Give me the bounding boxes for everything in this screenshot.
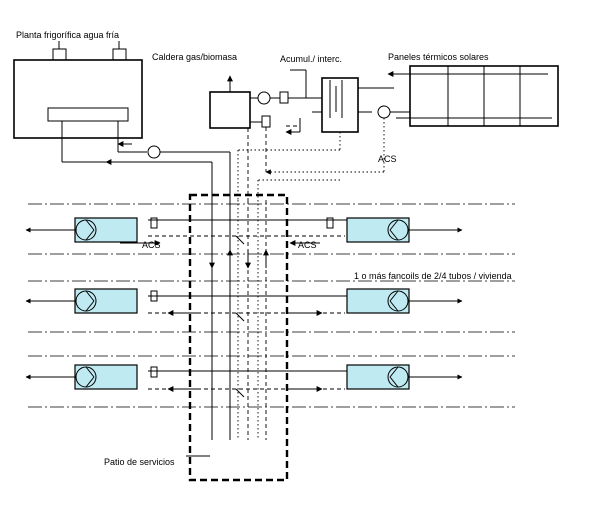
solar-pump xyxy=(377,105,391,119)
fancoil-right-3 xyxy=(346,364,410,390)
fancoil-left-2 xyxy=(74,288,138,314)
accumulator-label: Acumul./ interc. xyxy=(280,54,342,64)
patio-label: Patio de servicios xyxy=(104,457,175,467)
floor-2 xyxy=(25,280,515,333)
boiler-unit xyxy=(209,75,289,200)
fancoil-right-2 xyxy=(346,288,410,314)
fancoils-label: 1 o más fancoils de 2/4 tubos / vivienda xyxy=(354,271,512,281)
acs-feed-lines xyxy=(237,118,385,200)
chiller-label: Planta frigorífica agua fría xyxy=(16,30,119,40)
boiler-label: Caldera gas/biomasa xyxy=(152,52,237,62)
acs-right-label: ACS xyxy=(298,240,317,250)
service-shaft xyxy=(188,193,289,482)
floor-1 xyxy=(25,203,515,255)
chiller-piping xyxy=(61,121,231,200)
accumulator-unit xyxy=(285,69,359,135)
chiller-pump xyxy=(147,145,161,159)
acs-top-label: ACS xyxy=(378,154,397,164)
riser-lines xyxy=(186,200,269,457)
chiller-unit xyxy=(13,41,143,139)
fancoil-right-1 xyxy=(346,217,410,243)
solar-panels xyxy=(358,65,559,127)
fancoil-left-3 xyxy=(74,364,138,390)
floor-3 xyxy=(25,355,515,408)
solar-panels-label: Paneles térmicos solares xyxy=(388,52,489,62)
fancoil-left-1 xyxy=(74,217,138,243)
acs-left-label: ACS xyxy=(142,240,161,250)
boiler-pump xyxy=(257,91,271,105)
